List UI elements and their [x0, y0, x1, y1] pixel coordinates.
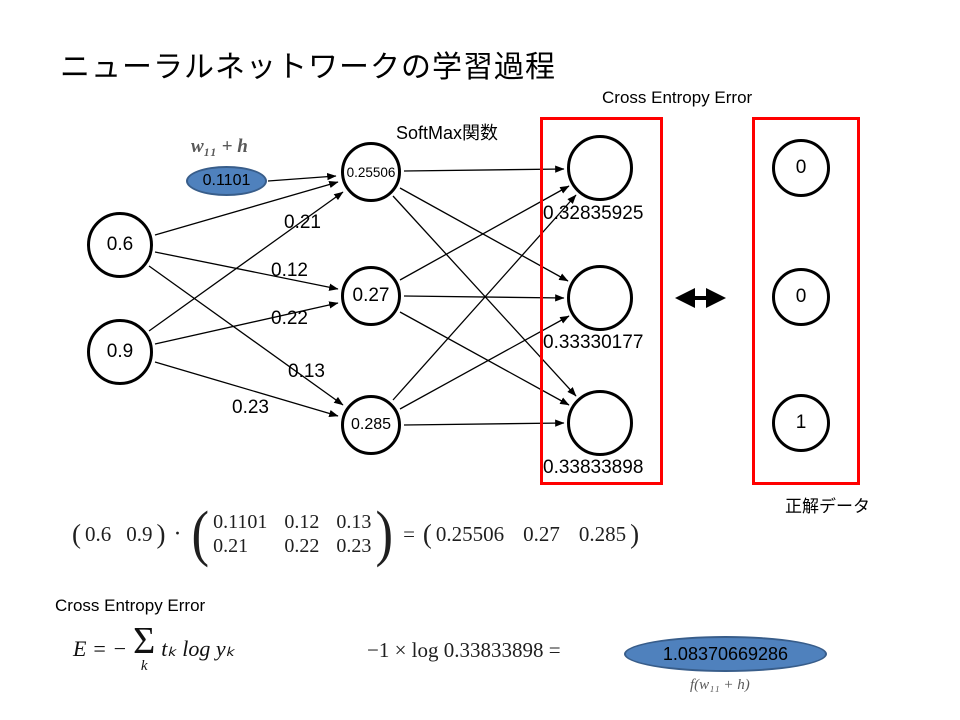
- summation-symbol: Σ k: [133, 622, 155, 675]
- correct-data-label: 正解データ: [785, 497, 870, 516]
- f-w11-h-note: f(w₁₁ + h): [690, 677, 750, 693]
- matrix-cell-11: 0.22: [284, 534, 320, 557]
- output-node-3: [567, 390, 633, 456]
- edge-weight-label-5: 0.23: [232, 397, 269, 418]
- target-node-1-value: 0: [795, 157, 807, 178]
- input-node-2-value: 0.9: [106, 341, 134, 362]
- result-vector-value-1: 0.25506: [435, 521, 505, 546]
- output-value-2: 0.33330177: [543, 332, 644, 353]
- target-layer-box: [752, 117, 860, 485]
- dot-operator: ·: [173, 520, 182, 547]
- formula-lhs: E = −: [73, 635, 128, 661]
- open-paren: (: [72, 518, 81, 549]
- matrix-cell-02: 0.13: [336, 510, 372, 533]
- result-callout-ellipse: 1.08370669286: [624, 636, 827, 672]
- log-calculation-expression: −1 × log 0.33833898 =: [367, 638, 561, 662]
- page-title: ニューラルネットワークの学習過程: [60, 51, 556, 84]
- hidden-node-3: 0.285: [341, 395, 401, 455]
- weight-callout-value: 0.1101: [202, 172, 251, 189]
- hidden-node-2-value: 0.27: [352, 285, 390, 306]
- target-node-1: 0: [772, 139, 830, 197]
- hidden-node-1-value: 0.25506: [346, 164, 396, 180]
- result-callout-value: 1.08370669286: [662, 643, 789, 664]
- target-node-2: 0: [772, 268, 830, 326]
- matrix-cell-10: 0.21: [213, 534, 249, 557]
- edge-weight-label-1: 0.21: [284, 212, 321, 233]
- input-node-1: 0.6: [87, 212, 153, 278]
- weight-matrix: 0.1101 0.12 0.13 0.21 0.22 0.23: [210, 511, 374, 558]
- weight-callout-ellipse: 0.1101: [186, 166, 267, 196]
- edge-weight-label-3: 0.22: [271, 308, 308, 329]
- matrix-cell-01: 0.12: [284, 510, 320, 533]
- matrix-cell-00: 0.1101: [213, 510, 268, 533]
- lhs-vector-value-1: 0.6: [85, 521, 112, 546]
- sigma-index: k: [140, 658, 148, 674]
- lhs-vector: 0.6 0.9: [81, 522, 157, 547]
- output-node-2: [567, 265, 633, 331]
- hidden-node-2: 0.27: [341, 266, 401, 326]
- softmax-label: SoftMax関数: [396, 123, 499, 143]
- matrix-cell-12: 0.23: [336, 534, 372, 557]
- target-node-2-value: 0: [795, 286, 807, 307]
- edge-weight-label-4: 0.13: [288, 361, 325, 382]
- hidden-node-3-value: 0.285: [350, 416, 392, 433]
- target-node-3-value: 1: [795, 412, 807, 433]
- edge-weight-label-2: 0.12: [271, 260, 308, 281]
- result-vector: 0.25506 0.27 0.285: [432, 522, 630, 547]
- matrix-open-paren: (: [191, 499, 209, 568]
- equals-sign: =: [403, 521, 415, 546]
- target-node-3: 1: [772, 394, 830, 452]
- result-open-paren: (: [422, 518, 432, 549]
- output-layer-box: [540, 117, 663, 485]
- formula-rhs: tₖ log yₖ: [161, 635, 235, 661]
- output-node-1: [567, 135, 633, 201]
- result-vector-value-3: 0.285: [578, 521, 627, 546]
- w11-plus-h-label: w₁₁ + h: [191, 136, 248, 157]
- input-node-2: 0.9: [87, 319, 153, 385]
- cross-entropy-formula: E = − Σ k tₖ log yₖ: [73, 622, 235, 675]
- lhs-vector-value-2: 0.9: [126, 521, 153, 546]
- cross-entropy-error-top-label: Cross Entropy Error: [602, 88, 753, 107]
- sigma-glyph: Σ: [133, 620, 156, 662]
- cross-entropy-error-bottom-label: Cross Entropy Error: [55, 596, 206, 615]
- output-value-1: 0.32835925: [543, 203, 644, 224]
- result-vector-value-2: 0.27: [523, 521, 560, 546]
- result-close-paren: ): [630, 518, 640, 549]
- close-paren: ): [156, 518, 166, 549]
- matrix-close-paren: ): [375, 499, 394, 568]
- output-value-3: 0.33833898: [543, 457, 644, 478]
- input-node-1-value: 0.6: [106, 234, 134, 255]
- hidden-node-1: 0.25506: [341, 142, 401, 202]
- matrix-equation: ( 0.6 0.9 ) · ( 0.1101 0.12 0.13 0.21 0.…: [72, 502, 639, 566]
